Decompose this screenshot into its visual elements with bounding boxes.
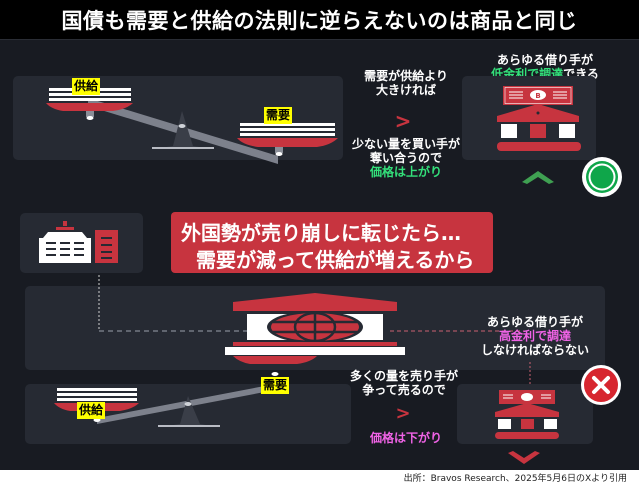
banner-line-1: 外国勢が売り崩しに転じたら… — [181, 221, 461, 245]
result-text-bottom: 多くの量を売り手が 争って売るので — [334, 369, 474, 398]
borrower-text-top: あらゆる借り手が 低金利で調達できる — [470, 53, 620, 82]
source-citation: 出所：Bravos Research、2025年5月6日のXより引用 — [403, 474, 627, 484]
price-up-text: 価格は上がり — [369, 164, 442, 179]
infographic: 国債も需要と供給の法則に逆らえないのは商品と同じ 供給 需要 需要が供給より 大… — [0, 0, 639, 470]
borrower-line-1: あらゆる借り手が — [496, 53, 593, 67]
title-bar: 国債も需要と供給の法則に逆らえないのは商品と同じ — [0, 0, 639, 40]
balance-scale-icon-bottom — [54, 352, 317, 427]
price-down-text: 価格は下がり — [369, 431, 442, 445]
result-line-1-bottom: 多くの量を売り手が — [349, 369, 458, 383]
result-text-top: 少ない量を買い手が 奪い合うので 価格は上がり — [336, 137, 476, 179]
svg-text:B: B — [535, 92, 540, 100]
banner-line-2: 需要が減って供給が増えるから — [196, 248, 475, 272]
demand-label-top: 需要 — [264, 107, 293, 125]
result-line-2: 奪い合うので — [369, 150, 442, 165]
chevron-up-icon — [522, 171, 554, 184]
demand-label-bottom: 需要 — [261, 377, 290, 395]
ok-circle-icon — [582, 157, 622, 197]
central-bank-globe-icon — [225, 293, 405, 355]
supply-label-top: 供給 — [72, 78, 101, 96]
high-rate-text: 高金利で調達 — [498, 328, 571, 343]
result-line-1: 少ない量を買い手が — [351, 137, 460, 151]
ng-cross-icon — [581, 365, 621, 405]
arrow-bottom: > — [395, 403, 411, 424]
condition-line-1: 需要が供給より — [364, 69, 448, 83]
borrower-line-3-bottom: しなければならない — [480, 342, 589, 357]
borrower-line-1-bottom: あらゆる借り手が — [486, 315, 583, 329]
arrow-top: > — [394, 109, 412, 133]
borrower-text-bottom: あらゆる借り手が 高金利で調達 しなければならない — [460, 315, 610, 357]
condition-line-2: 大きければ — [375, 82, 436, 97]
condition-text: 需要が供給より 大きければ — [356, 69, 456, 98]
bank-icon: B — [497, 86, 581, 151]
investor-building-icon — [39, 221, 118, 263]
bank-icon-bottom — [495, 390, 559, 439]
supply-label-bottom: 供給 — [77, 402, 106, 420]
result-line-2-bottom: 争って売るので — [362, 382, 446, 397]
chevron-down-icon — [508, 451, 540, 464]
headline-banner: 外国勢が売り崩しに転じたら… 需要が減って供給が増えるから — [171, 212, 493, 273]
page-title: 国債も需要と供給の法則に逆らえないのは商品と同じ — [61, 8, 578, 33]
